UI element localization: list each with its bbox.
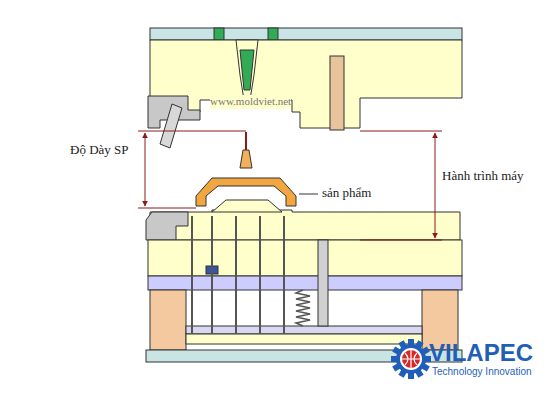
ejector-pin <box>191 216 193 334</box>
return-pin <box>318 240 328 326</box>
angle-pin <box>160 104 182 148</box>
logo-text: VILAPEC <box>429 338 533 368</box>
part-label: sản phẩm <box>322 185 371 201</box>
guide-pillar <box>330 56 344 130</box>
dimension-label: Hành trình máy <box>442 168 532 184</box>
sprue <box>240 150 252 168</box>
support-plate <box>148 276 462 290</box>
top-clamp-plate <box>150 28 462 40</box>
spring <box>296 290 310 326</box>
sprue-bushing <box>236 40 258 100</box>
slide-block <box>146 212 188 240</box>
ejector-retainer-plate <box>186 326 422 334</box>
watermark: www.moldviet.net <box>210 95 291 109</box>
logo-tagline: Technology Innovation <box>432 366 532 379</box>
core-plate <box>150 210 460 240</box>
leader-line <box>299 194 318 195</box>
spacer-block <box>150 290 186 350</box>
core <box>212 200 282 212</box>
ejector-pin <box>211 216 213 334</box>
sprue-channel <box>240 50 254 90</box>
ejector-pin <box>235 216 237 334</box>
support-plate <box>148 240 462 276</box>
locating-ring <box>214 28 224 40</box>
ejector-plate <box>186 334 422 344</box>
ejector-pin <box>259 216 261 334</box>
thickness-dimension <box>145 133 146 206</box>
logo-icon <box>391 339 431 379</box>
locating-ring <box>268 28 278 40</box>
ejector-pin <box>283 216 285 334</box>
dimension-label: Độ Dày SP <box>70 142 132 158</box>
stroke-dimension <box>435 133 436 238</box>
